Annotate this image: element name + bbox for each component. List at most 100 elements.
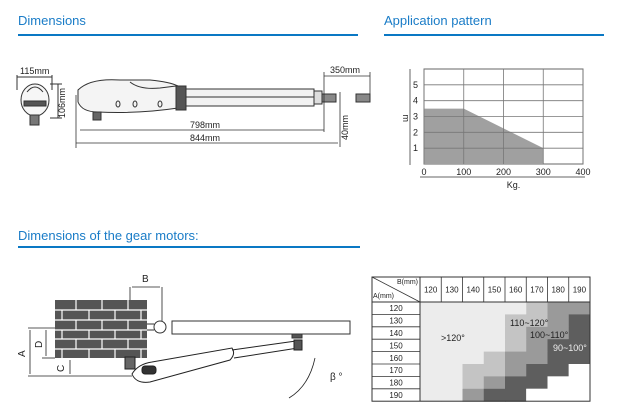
table-zone-cells	[420, 302, 591, 402]
chart-y-tick-label: 5	[413, 80, 418, 90]
table-zone-cell	[420, 302, 442, 315]
label-angle-beta: β °	[330, 372, 343, 383]
table-col-header: 160	[509, 286, 523, 295]
table-zone-cell	[547, 339, 570, 353]
table-row-header: 130	[389, 317, 403, 326]
chart-y-tick-label: 3	[413, 112, 418, 122]
dim-label-length-total: 844mm	[190, 133, 220, 143]
table-zone-cell	[462, 339, 485, 353]
table-col-header: 120	[424, 286, 438, 295]
table-empty-cell	[526, 388, 548, 402]
section-title-dimensions: Dimensions	[18, 13, 86, 28]
table-zone-cell	[505, 314, 527, 328]
table-zone-cell	[483, 388, 506, 402]
table-zone-cell	[483, 364, 506, 377]
table-row-header: 160	[389, 354, 403, 363]
dim-label-length-retracted: 798mm	[190, 120, 220, 130]
table-col-header: 190	[573, 286, 587, 295]
table-zone-cell	[462, 376, 485, 390]
table-col-header: 170	[530, 286, 544, 295]
section-title-gear-motors: Dimensions of the gear motors:	[18, 228, 199, 243]
table-zone-cell	[505, 351, 527, 365]
table-zone-cell	[462, 326, 485, 340]
chart-y-label: m	[401, 115, 411, 123]
table-zone-cell	[462, 314, 485, 328]
table-zone-cell	[505, 376, 527, 390]
table-zone-cell	[505, 388, 527, 402]
table-zone-cell	[526, 326, 548, 340]
table-zone-cell	[526, 376, 548, 390]
table-zone-cell	[526, 314, 548, 328]
table-zone-cell	[526, 351, 548, 365]
dimension-markers	[28, 286, 316, 399]
table-zone-cell	[526, 339, 548, 353]
label-d: D	[34, 341, 45, 348]
table-zone-cell	[483, 351, 506, 365]
table-zone-cell	[441, 339, 463, 353]
table-empty-cell	[568, 364, 591, 377]
table-zone-cell	[462, 351, 485, 365]
table-zone-cell	[420, 388, 442, 402]
table-zone-cell	[505, 302, 527, 315]
table-zone-cell	[547, 351, 570, 365]
dimension-lines	[75, 72, 371, 148]
table-zone-cell	[483, 339, 506, 353]
table-zone-cell	[441, 302, 463, 315]
zone-label: 90~100°	[553, 343, 587, 353]
table-zone-cell	[483, 376, 506, 390]
table-zone-cell	[568, 351, 591, 365]
chart-y-tick-label: 2	[413, 127, 418, 137]
table-header-b: B(mm)	[397, 279, 418, 286]
table-row-header: 140	[389, 329, 403, 338]
table-empty-cell	[547, 376, 570, 390]
table-empty-cell	[568, 388, 591, 402]
chart-y-tick-label: 1	[413, 143, 418, 153]
label-b: B	[142, 274, 149, 285]
chart-x-tick-label: 400	[575, 167, 590, 177]
section-rule-gear-motors	[18, 246, 360, 248]
table-zone-cell	[483, 314, 506, 328]
table-empty-cell	[568, 376, 591, 390]
table-zone-cell	[462, 364, 485, 377]
table-empty-cell	[547, 388, 570, 402]
table-zone-cell	[420, 326, 442, 340]
chart-x-tick-label: 300	[536, 167, 551, 177]
table-zone-cell	[505, 364, 527, 377]
motor-side-view	[77, 79, 371, 121]
table-zone-cell	[568, 339, 591, 353]
dim-label-bracket: 40mm	[340, 115, 350, 140]
table-zone-cell	[526, 302, 548, 315]
table-zone-cell	[505, 326, 527, 340]
table-zone-cell	[568, 314, 591, 328]
label-a: A	[17, 350, 28, 357]
zone-label: >120°	[441, 333, 465, 343]
motor-end-view	[16, 75, 62, 126]
chart-x-tick-label: 0	[421, 167, 426, 177]
chart-area-series	[424, 108, 544, 164]
table-zone-cell	[547, 302, 570, 315]
table-zone-cell	[547, 364, 570, 377]
table-col-header: 180	[551, 286, 565, 295]
table-zone-cell	[441, 326, 463, 340]
chart-x-tick-label: 100	[456, 167, 471, 177]
section-rule-dimensions	[18, 34, 358, 36]
table-zone-cell	[547, 314, 570, 328]
table-zone-cell	[441, 364, 463, 377]
table-grid-lines	[371, 276, 591, 402]
table-zone-cell	[441, 376, 463, 390]
dim-label-stroke: 350mm	[330, 65, 360, 75]
table-zone-cell	[420, 376, 442, 390]
table-zone-cell	[441, 388, 463, 402]
table-zone-cell	[441, 351, 463, 365]
gear-motor-drawing: B A D C β °	[17, 274, 351, 399]
table-header-diagonal	[371, 276, 421, 303]
table-row-header: 150	[389, 341, 403, 350]
table-zone-cell	[483, 326, 506, 340]
table-row-header: 170	[389, 366, 403, 375]
table-zone-cell	[420, 339, 442, 353]
zone-label: 110~120°	[510, 318, 549, 328]
table-row-header: 180	[389, 379, 403, 388]
